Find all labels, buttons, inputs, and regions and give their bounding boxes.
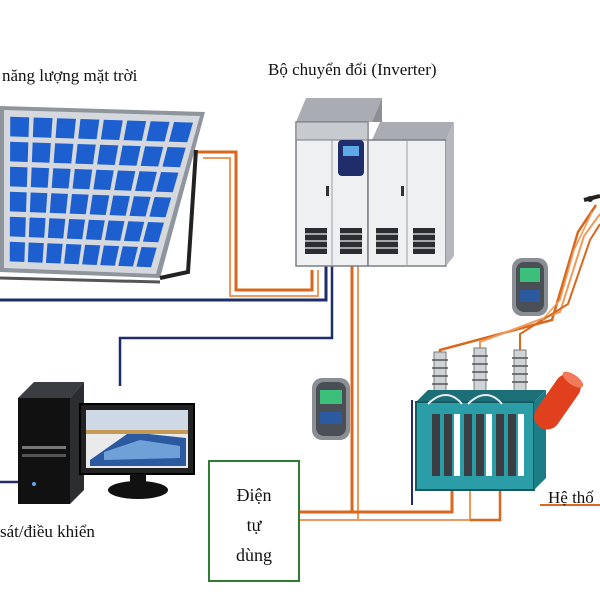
energy-meter-icon-2: [312, 378, 350, 440]
solar-cell: [162, 147, 186, 168]
solar-cell: [155, 172, 179, 193]
solar-cell: [72, 169, 93, 190]
solar-cell: [10, 141, 29, 162]
solar-cell: [51, 168, 71, 189]
solar-cell: [109, 195, 130, 216]
solar-cell: [104, 220, 125, 241]
solar-cell: [118, 145, 141, 166]
solar-cell: [10, 116, 30, 137]
wire-inverter-monitor: [118, 266, 334, 386]
energy-meter-icon: [512, 258, 548, 316]
solar-cell: [100, 119, 123, 140]
self-use-line-1: Điện: [236, 485, 272, 505]
wire-panel-inverter-a: [198, 150, 314, 292]
solar-cell: [9, 191, 27, 212]
solar-cell: [47, 218, 66, 239]
inverter-label: Bộ chuyển đổi (Inverter): [268, 60, 437, 79]
transformer-icon: [415, 347, 584, 491]
solar-cell: [53, 143, 74, 164]
solar-cell: [82, 244, 101, 265]
self-use-line-2: tự: [246, 515, 262, 535]
solar-cell: [135, 171, 157, 192]
solar-cell: [75, 144, 96, 165]
solar-cell: [136, 247, 157, 268]
solar-cell: [118, 246, 138, 267]
solar-cell: [27, 242, 44, 263]
wire-to-transformer-c: [470, 490, 502, 522]
solar-cell: [78, 119, 100, 140]
inverter-cabinet-icon: [295, 98, 454, 267]
solar-cell: [29, 192, 48, 213]
grid-tower-icon: [583, 194, 600, 202]
computer-monitor-icon: [18, 382, 195, 504]
solar-cell: [93, 169, 114, 190]
solar-cell: [85, 219, 105, 240]
solar-cell: [30, 167, 50, 188]
self-use-box: Điện tự dùng: [208, 460, 300, 582]
solar-cell: [129, 196, 151, 217]
solar-cell: [9, 241, 26, 262]
solar-cell: [32, 117, 53, 138]
solar-cell: [66, 219, 86, 240]
wire-grid-4: [541, 211, 593, 321]
solar-cell: [69, 194, 89, 215]
solar-cell: [45, 243, 63, 264]
solar-cell: [28, 217, 46, 238]
solar-cell: [31, 142, 51, 163]
wire-panel-inverter-b: [203, 157, 319, 297]
solar-panel-label: năng lượng mặt trời: [2, 66, 138, 85]
self-use-line-3: dùng: [236, 545, 272, 565]
solar-cell: [89, 194, 110, 215]
solar-cell: [114, 170, 136, 191]
solar-cell: [123, 221, 145, 242]
solar-cell: [142, 222, 164, 243]
grid-system-label: Hệ thố: [548, 488, 594, 507]
solar-cell: [149, 197, 172, 218]
solar-cell: [146, 121, 170, 142]
solar-panel-icon: [0, 106, 205, 284]
fuse-icon: [534, 371, 584, 430]
solar-cell: [140, 146, 164, 167]
solar-cell: [9, 216, 26, 237]
solar-cell: [123, 120, 147, 141]
monitoring-label: sát/điều khiển: [0, 522, 95, 541]
solar-cell: [168, 122, 193, 143]
solar-cell: [97, 144, 119, 165]
wire-panel-inverter-navy: [0, 266, 328, 302]
solar-cell: [100, 245, 120, 266]
wire-to-transformer: [352, 490, 454, 514]
solar-cell: [64, 244, 82, 265]
solar-cell: [55, 118, 76, 139]
solar-cell: [10, 166, 28, 187]
solar-cell: [49, 193, 68, 214]
wire-grid-3: [519, 223, 600, 368]
